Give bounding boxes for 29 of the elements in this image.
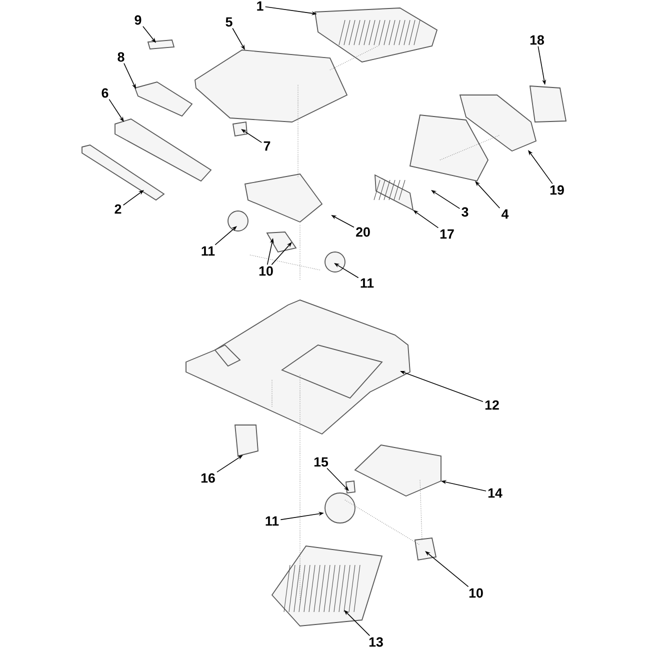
leader-line [214, 226, 237, 246]
callout-number: 14 [488, 488, 502, 498]
callout-number: 4 [502, 209, 509, 219]
callout-number: 16 [201, 473, 215, 483]
callout-number: 1 [257, 1, 264, 11]
callout-number: 6 [102, 88, 108, 98]
callout-number: 8 [118, 52, 124, 62]
callout-number: 11 [266, 516, 279, 526]
callout-number: 19 [550, 185, 564, 195]
leader-line [326, 468, 349, 491]
leader-line [425, 551, 469, 588]
leader-line [271, 242, 292, 266]
callout-number: 11 [202, 246, 215, 256]
callout-number: 20 [356, 227, 370, 237]
leader-line [344, 610, 370, 636]
callout-number: 3 [462, 207, 468, 217]
callout-number: 17 [440, 229, 454, 239]
callout-number: 9 [134, 15, 142, 25]
callout-number: 13 [369, 637, 383, 647]
callout-number: 10 [469, 588, 483, 598]
callout-number: 11 [360, 278, 374, 288]
callout-number: 12 [485, 400, 499, 410]
leader-line [475, 181, 500, 209]
callout-number: 15 [314, 457, 328, 467]
callout-number: 5 [226, 17, 232, 27]
callout-number: 10 [259, 266, 273, 276]
callout-number: 7 [264, 141, 270, 151]
callout-number: 2 [114, 204, 122, 214]
callout-number: 18 [530, 35, 544, 45]
